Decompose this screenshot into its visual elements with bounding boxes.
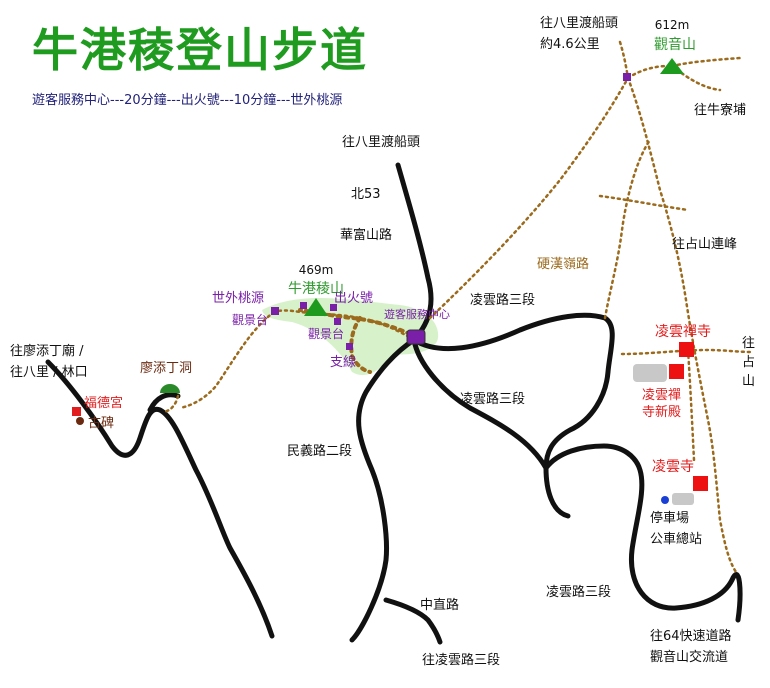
- chuhuohao-marker: [330, 304, 337, 311]
- new-hall-label-1: 凌雲禪: [642, 387, 681, 403]
- trail-to-zhan: [620, 348, 754, 356]
- trail-yinghan: [603, 138, 652, 320]
- liaotian-cave-label: 廖添丁洞: [140, 360, 192, 376]
- to-bali-ferry-mid: 往八里渡船頭: [342, 134, 420, 150]
- lingyun-chan-temple-icon: [679, 342, 694, 357]
- lingyun-temple-label: 凌雲寺: [652, 459, 694, 475]
- new-hall-icon: [669, 364, 684, 379]
- guanyinshan-interchange: 觀音山交流道: [650, 649, 728, 665]
- lingyun-rd3-a: 凌雲路三段: [470, 292, 535, 308]
- trails: [162, 40, 754, 574]
- map-title: 牛港稜登山步道: [32, 23, 368, 77]
- stele-icon: [76, 417, 84, 425]
- niugang-elevation: 469m: [299, 263, 334, 277]
- new-hall-label-2: 寺新殿: [642, 404, 681, 420]
- new-hall-building-icon: [633, 364, 667, 382]
- road-lingyun-bottom: [543, 443, 743, 623]
- visitor-center-label: 遊客服務中心: [384, 307, 450, 321]
- niugang-peak-icon: [304, 298, 328, 316]
- to-liaotian-temple-1: 往廖添丁廟 /: [10, 343, 84, 359]
- lingyun-rd3-b: 凌雲路三段: [460, 391, 525, 407]
- trail-branch: [349, 316, 372, 374]
- to-lingyun-rd3-label: 往凌雲路三段: [422, 652, 500, 668]
- roads: [45, 162, 743, 645]
- trail-bali-ferry: [618, 40, 630, 80]
- route-time-note: 遊客服務中心---20分鐘---出火號---10分鐘---世外桃源: [32, 92, 342, 108]
- to-bali-ferry-top-distance: 約4.6公里: [540, 37, 600, 52]
- viewpoint-markers: [271, 73, 631, 350]
- to-bali-ferry-top: 往八里渡船頭: [540, 15, 618, 31]
- road-minyi: [349, 337, 417, 643]
- bali-junction-marker: [623, 73, 631, 81]
- guanjingtai-2-marker: [334, 318, 341, 325]
- trail-east-top: [670, 56, 742, 68]
- bus-terminal-label: 公車總站: [650, 531, 702, 547]
- lingyun-temple-icon: [693, 476, 708, 491]
- shiwai-marker: [271, 307, 279, 315]
- branch-line-label: 支線: [330, 354, 356, 370]
- parking-icon: [661, 496, 669, 504]
- guanyin-name: 觀音山: [654, 36, 696, 53]
- trail-shiwai-to-cave: [178, 310, 276, 410]
- to-64-expressway: 往64快速道路: [650, 628, 732, 644]
- guanyin-peak-icon: [660, 58, 684, 74]
- to-zhan-char-2: 占: [742, 355, 755, 370]
- guanjingtai-2-label: 觀景台: [308, 326, 344, 341]
- road-liaotian-spur: [147, 392, 181, 413]
- guanyin-elevation: 612m: [655, 18, 690, 32]
- huafushan-road-label: 華富山路: [340, 227, 392, 243]
- park-area: [262, 298, 439, 376]
- road-lingyun-spur: [543, 465, 571, 519]
- trail-to-guanyin: [428, 76, 630, 320]
- fude-temple-label: 福德宮: [84, 395, 123, 411]
- to-zhan-char-1: 往: [742, 336, 755, 351]
- road-huafushan: [395, 162, 434, 343]
- guanjingtai-1-marker: [300, 302, 307, 309]
- bei53-label: 北53: [351, 187, 381, 202]
- trail-guanyin-top: [626, 64, 670, 80]
- to-zhan-char-3: 山: [742, 374, 755, 389]
- yinghan-ridge-label: 硬漢嶺路: [537, 256, 589, 272]
- to-zhanshan-ridge-label: 往占山連峰: [672, 237, 737, 252]
- trail-zhanshan-ridge: [598, 194, 690, 212]
- road-lingyun-loop: [411, 312, 615, 471]
- minyi-road-label: 民義路二段: [287, 443, 352, 459]
- road-lingyun-middle: [411, 337, 549, 471]
- to-niuliaopu: 往牛寮埔: [694, 102, 746, 118]
- trail-cave-spur: [162, 394, 180, 414]
- lingyun-rd3-c: 凌雲路三段: [546, 584, 611, 600]
- guanjingtai-1-label: 觀景台: [232, 312, 268, 327]
- chuhuohao-label: 出火號: [334, 291, 373, 306]
- niugang-name: 牛港稜山: [288, 281, 344, 297]
- trail-temple-link: [686, 348, 696, 462]
- parking-building-icon: [672, 493, 694, 505]
- parking-label: 停車場: [650, 510, 689, 526]
- lingyun-chan-temple-label: 凌雲禪寺: [655, 324, 711, 340]
- zhongzhi-road-label: 中直路: [420, 597, 459, 613]
- road-liaotian: [45, 359, 275, 639]
- to-liaotian-temple-2: 往八里 / 林口: [10, 365, 88, 380]
- shiwai-label: 世外桃源: [212, 291, 264, 306]
- visitor-center-icon: [406, 329, 426, 345]
- road-zhongzhi: [383, 597, 443, 645]
- stele-label: 古碑: [88, 415, 114, 431]
- fude-temple-icon: [72, 407, 81, 416]
- cave-icon: [160, 384, 180, 393]
- branch-marker: [346, 343, 353, 350]
